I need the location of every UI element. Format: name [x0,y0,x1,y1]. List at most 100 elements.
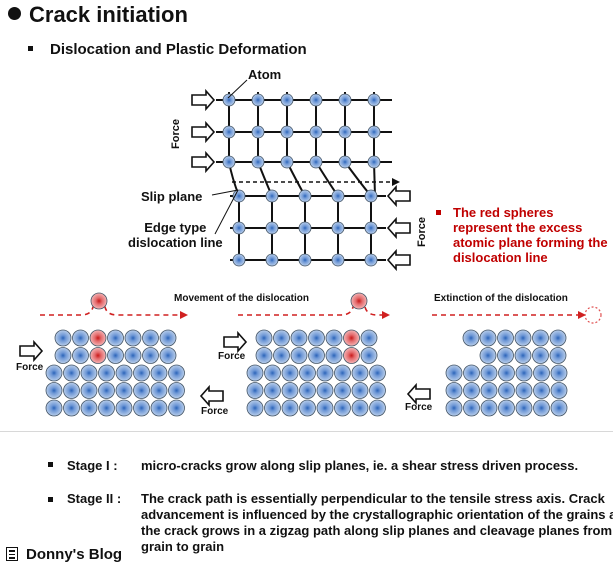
lattice-grid-lines [216,92,392,266]
edge-type-label-line2: dislocation line [128,235,223,250]
red-atom [89,329,107,347]
force-arrow-right-icon [191,88,216,112]
atom [364,253,378,267]
atom [351,364,369,382]
atom [107,347,124,364]
atom [232,253,246,267]
slip-plane-label: Slip plane [141,189,203,204]
blog-credit: Donny's Blog [6,546,122,563]
force-arrow-left-icon [199,384,224,408]
atom [54,329,72,347]
bullet-icon [8,7,21,20]
atom [463,364,480,382]
atom [532,329,549,347]
red-atom [350,292,368,310]
vanished-atom-outline [584,306,602,324]
atom [515,364,533,382]
atom [463,382,480,399]
atom [255,329,273,347]
atom [98,382,115,399]
atom [298,189,312,203]
atom [222,125,236,139]
atom [369,399,386,417]
red-atom [90,292,108,310]
atom [265,221,279,235]
stage2-text: The crack path is essentially perpendicu… [141,491,613,554]
atom [124,347,142,364]
atom [265,253,279,267]
stage2-heading: Stage II : [67,491,122,506]
atom [298,221,312,235]
atom [299,382,316,399]
atom [159,347,177,364]
slip-plane-pointer-line [211,189,239,196]
atom [63,399,80,417]
atom [351,382,369,399]
atom [168,382,185,399]
atom [251,125,265,139]
atom [246,364,264,382]
square-bullet-icon [48,462,53,467]
atom [45,399,63,417]
atom [281,364,299,382]
atom [515,382,533,399]
atom [533,382,550,399]
stage1-heading: Stage I : [67,458,118,473]
atom [222,155,236,169]
atom [45,364,63,382]
force-arrow-left-icon [386,248,411,272]
atom [480,382,498,399]
red-atom [89,347,107,364]
stage2-item: Stage II : The crack path is essentially… [48,491,613,555]
atom [142,329,159,347]
red-atom [343,329,360,347]
force-arrow-left-icon [406,382,431,406]
atom [133,364,150,382]
atom [309,125,323,139]
atom [334,399,351,417]
atom [72,329,89,347]
atom [115,382,133,399]
atom [290,329,308,347]
atom [273,329,290,347]
atom [462,329,480,347]
atom [281,382,299,399]
square-bullet-icon [48,497,53,502]
edge-type-label: Edge type dislocation line [128,220,223,250]
blog-name: Donny's Blog [26,546,123,563]
red-spheres-note-text: The red spheres represent the excess ato… [453,205,608,265]
red-spheres-note: The red spheres represent the excess ato… [436,205,613,265]
atom [479,347,497,364]
atom [498,364,515,382]
atom [480,364,498,382]
page-title: Crack initiation [8,2,188,28]
force-arrows [191,88,411,272]
atom [351,399,369,417]
atom [80,399,98,417]
atom [338,125,352,139]
atom [497,329,514,347]
panel2-force-label-right: Force [405,402,433,413]
atom [281,399,299,417]
atom [360,329,378,347]
atom [159,329,177,347]
atom [309,155,323,169]
square-bullet-icon [28,46,33,51]
atom [63,382,80,399]
atom [299,364,316,382]
atom [338,155,352,169]
slip-plane-arrowhead-icon [392,178,400,186]
atom [369,364,386,382]
atom [280,155,294,169]
red-square-bullet-icon [436,210,441,215]
atom [273,347,290,364]
lattice-atoms [222,93,381,267]
atom [316,399,334,417]
atom [246,382,264,399]
force-arrow-right-icon [223,330,248,354]
atom [369,382,386,399]
atom [331,189,345,203]
atom [309,93,323,107]
section-divider [0,431,613,432]
dash-arrowhead-icon [382,311,390,319]
